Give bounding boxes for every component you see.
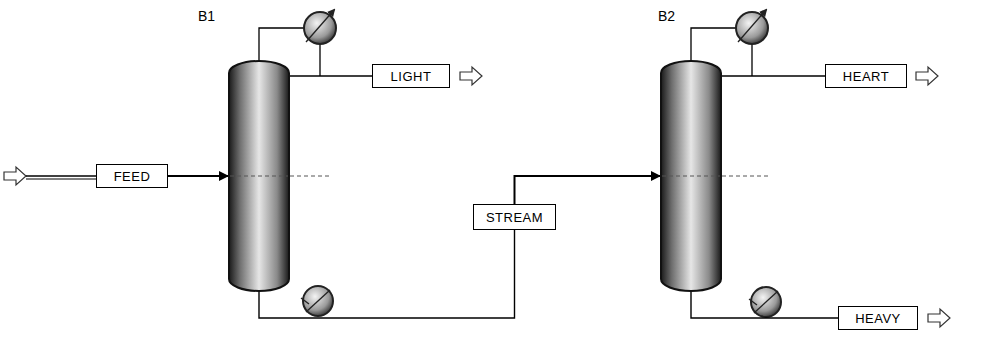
outlet-arrow bbox=[460, 67, 482, 85]
outlet-arrow bbox=[928, 309, 950, 327]
stream-box: HEAVY bbox=[838, 306, 918, 330]
reboiler-symbol bbox=[749, 287, 781, 317]
stream-name: HEAVY bbox=[855, 311, 901, 326]
column-label: B2 bbox=[658, 8, 675, 24]
stream-line bbox=[290, 75, 372, 76]
stream-line bbox=[515, 176, 661, 204]
stream-box: FEED bbox=[96, 164, 168, 188]
stream-box: LIGHT bbox=[372, 64, 450, 88]
stream-name: STREAM bbox=[486, 210, 543, 225]
inlet-arrow bbox=[4, 167, 96, 185]
reboiler-symbol bbox=[301, 286, 333, 316]
stream-name: LIGHT bbox=[391, 69, 432, 84]
column-vessel bbox=[228, 60, 290, 292]
stream-line bbox=[722, 75, 825, 76]
column-vessel bbox=[660, 60, 722, 292]
distillation-column: B2 bbox=[660, 60, 722, 292]
stream-line bbox=[691, 292, 838, 318]
column-label: B1 bbox=[198, 8, 215, 24]
stream-name: FEED bbox=[114, 169, 151, 184]
stream-box: STREAM bbox=[473, 204, 556, 230]
outlet-arrow bbox=[916, 67, 938, 85]
stream-box: HEART bbox=[825, 64, 907, 88]
stream-line bbox=[168, 175, 228, 177]
distillation-column: B1 bbox=[228, 60, 290, 292]
stream-name: HEART bbox=[843, 69, 889, 84]
stream-line bbox=[259, 230, 515, 318]
